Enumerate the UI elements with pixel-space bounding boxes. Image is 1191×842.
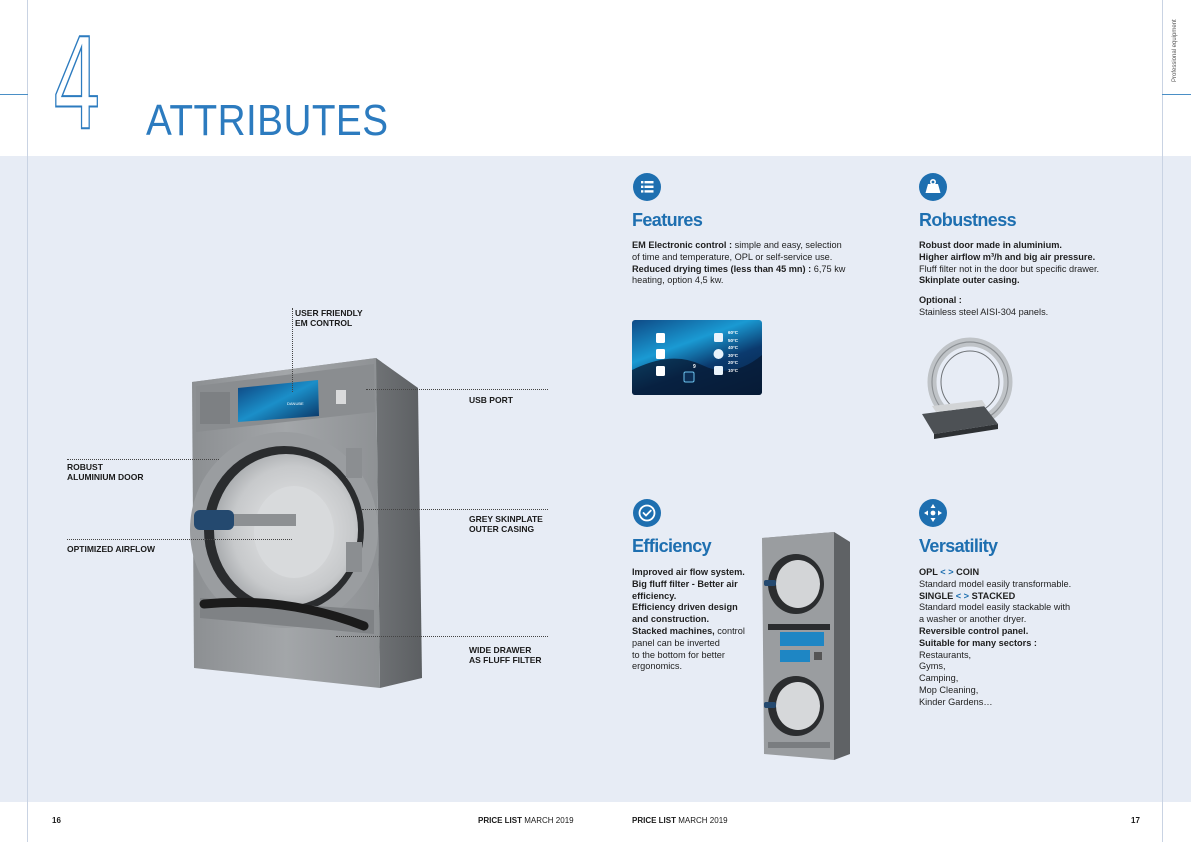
- side-label: Professional equipment: [1172, 19, 1178, 82]
- features-title: Features: [632, 210, 703, 230]
- callout-user-friendly-leader: [292, 308, 293, 392]
- callout-optimized-airflow: OPTIMIZED AIRFLOW: [67, 544, 155, 554]
- callout-wide-drawer-leader: [336, 636, 548, 637]
- robustness-text: Robust door made in aluminium. Higher ai…: [919, 240, 1100, 317]
- panel-digit: 9: [693, 364, 696, 370]
- right-page-number: 17: [1131, 816, 1140, 825]
- callout-usb-port: USB PORT: [469, 395, 513, 405]
- efficiency-text: Improved air flow system. Big fluff filt…: [632, 567, 745, 672]
- versatility-title: Versatility: [919, 536, 998, 556]
- callout-usb-port-leader: [366, 389, 548, 390]
- left-page-number: 16: [52, 816, 61, 825]
- efficiency-title: Efficiency: [632, 536, 712, 556]
- list-icon: [633, 173, 661, 201]
- robustness-title: Robustness: [919, 210, 1017, 230]
- right-margin-line: [1162, 0, 1163, 842]
- left-price-list: PRICE LIST MARCH 2019: [478, 816, 574, 825]
- versatility-text: OPL < > COIN Standard model easily trans…: [919, 567, 1072, 707]
- right-price-list: PRICE LIST MARCH 2019: [632, 816, 728, 825]
- callout-grey-skinplate-leader: [362, 509, 548, 510]
- left-header-tick: [0, 94, 28, 95]
- features-text: EM Electronic control : simple and easy,…: [632, 240, 846, 286]
- stacked-machines-illustration: [762, 532, 850, 760]
- check-badge-icon: [633, 499, 661, 527]
- right-header-tick: [1162, 94, 1191, 95]
- weight-icon: [919, 173, 947, 201]
- brand-label: DANUBE: [287, 401, 304, 406]
- control-panel-image: 60°C 50°C 40°C 30°C 20°C 10°C 9: [632, 320, 762, 395]
- callout-optimized-airflow-leader: [67, 539, 292, 540]
- arrows-move-icon: [919, 499, 947, 527]
- temperature-list: 60°C 50°C 40°C 30°C 20°C 10°C: [728, 330, 739, 373]
- callout-robust-door-leader: [67, 459, 219, 460]
- aluminium-door-illustration: [922, 337, 1013, 439]
- section-number: 4: [51, 11, 102, 158]
- dryer-illustration: [190, 358, 422, 688]
- page-title: ATTRIBUTES: [146, 96, 389, 145]
- left-margin-line: [27, 0, 28, 842]
